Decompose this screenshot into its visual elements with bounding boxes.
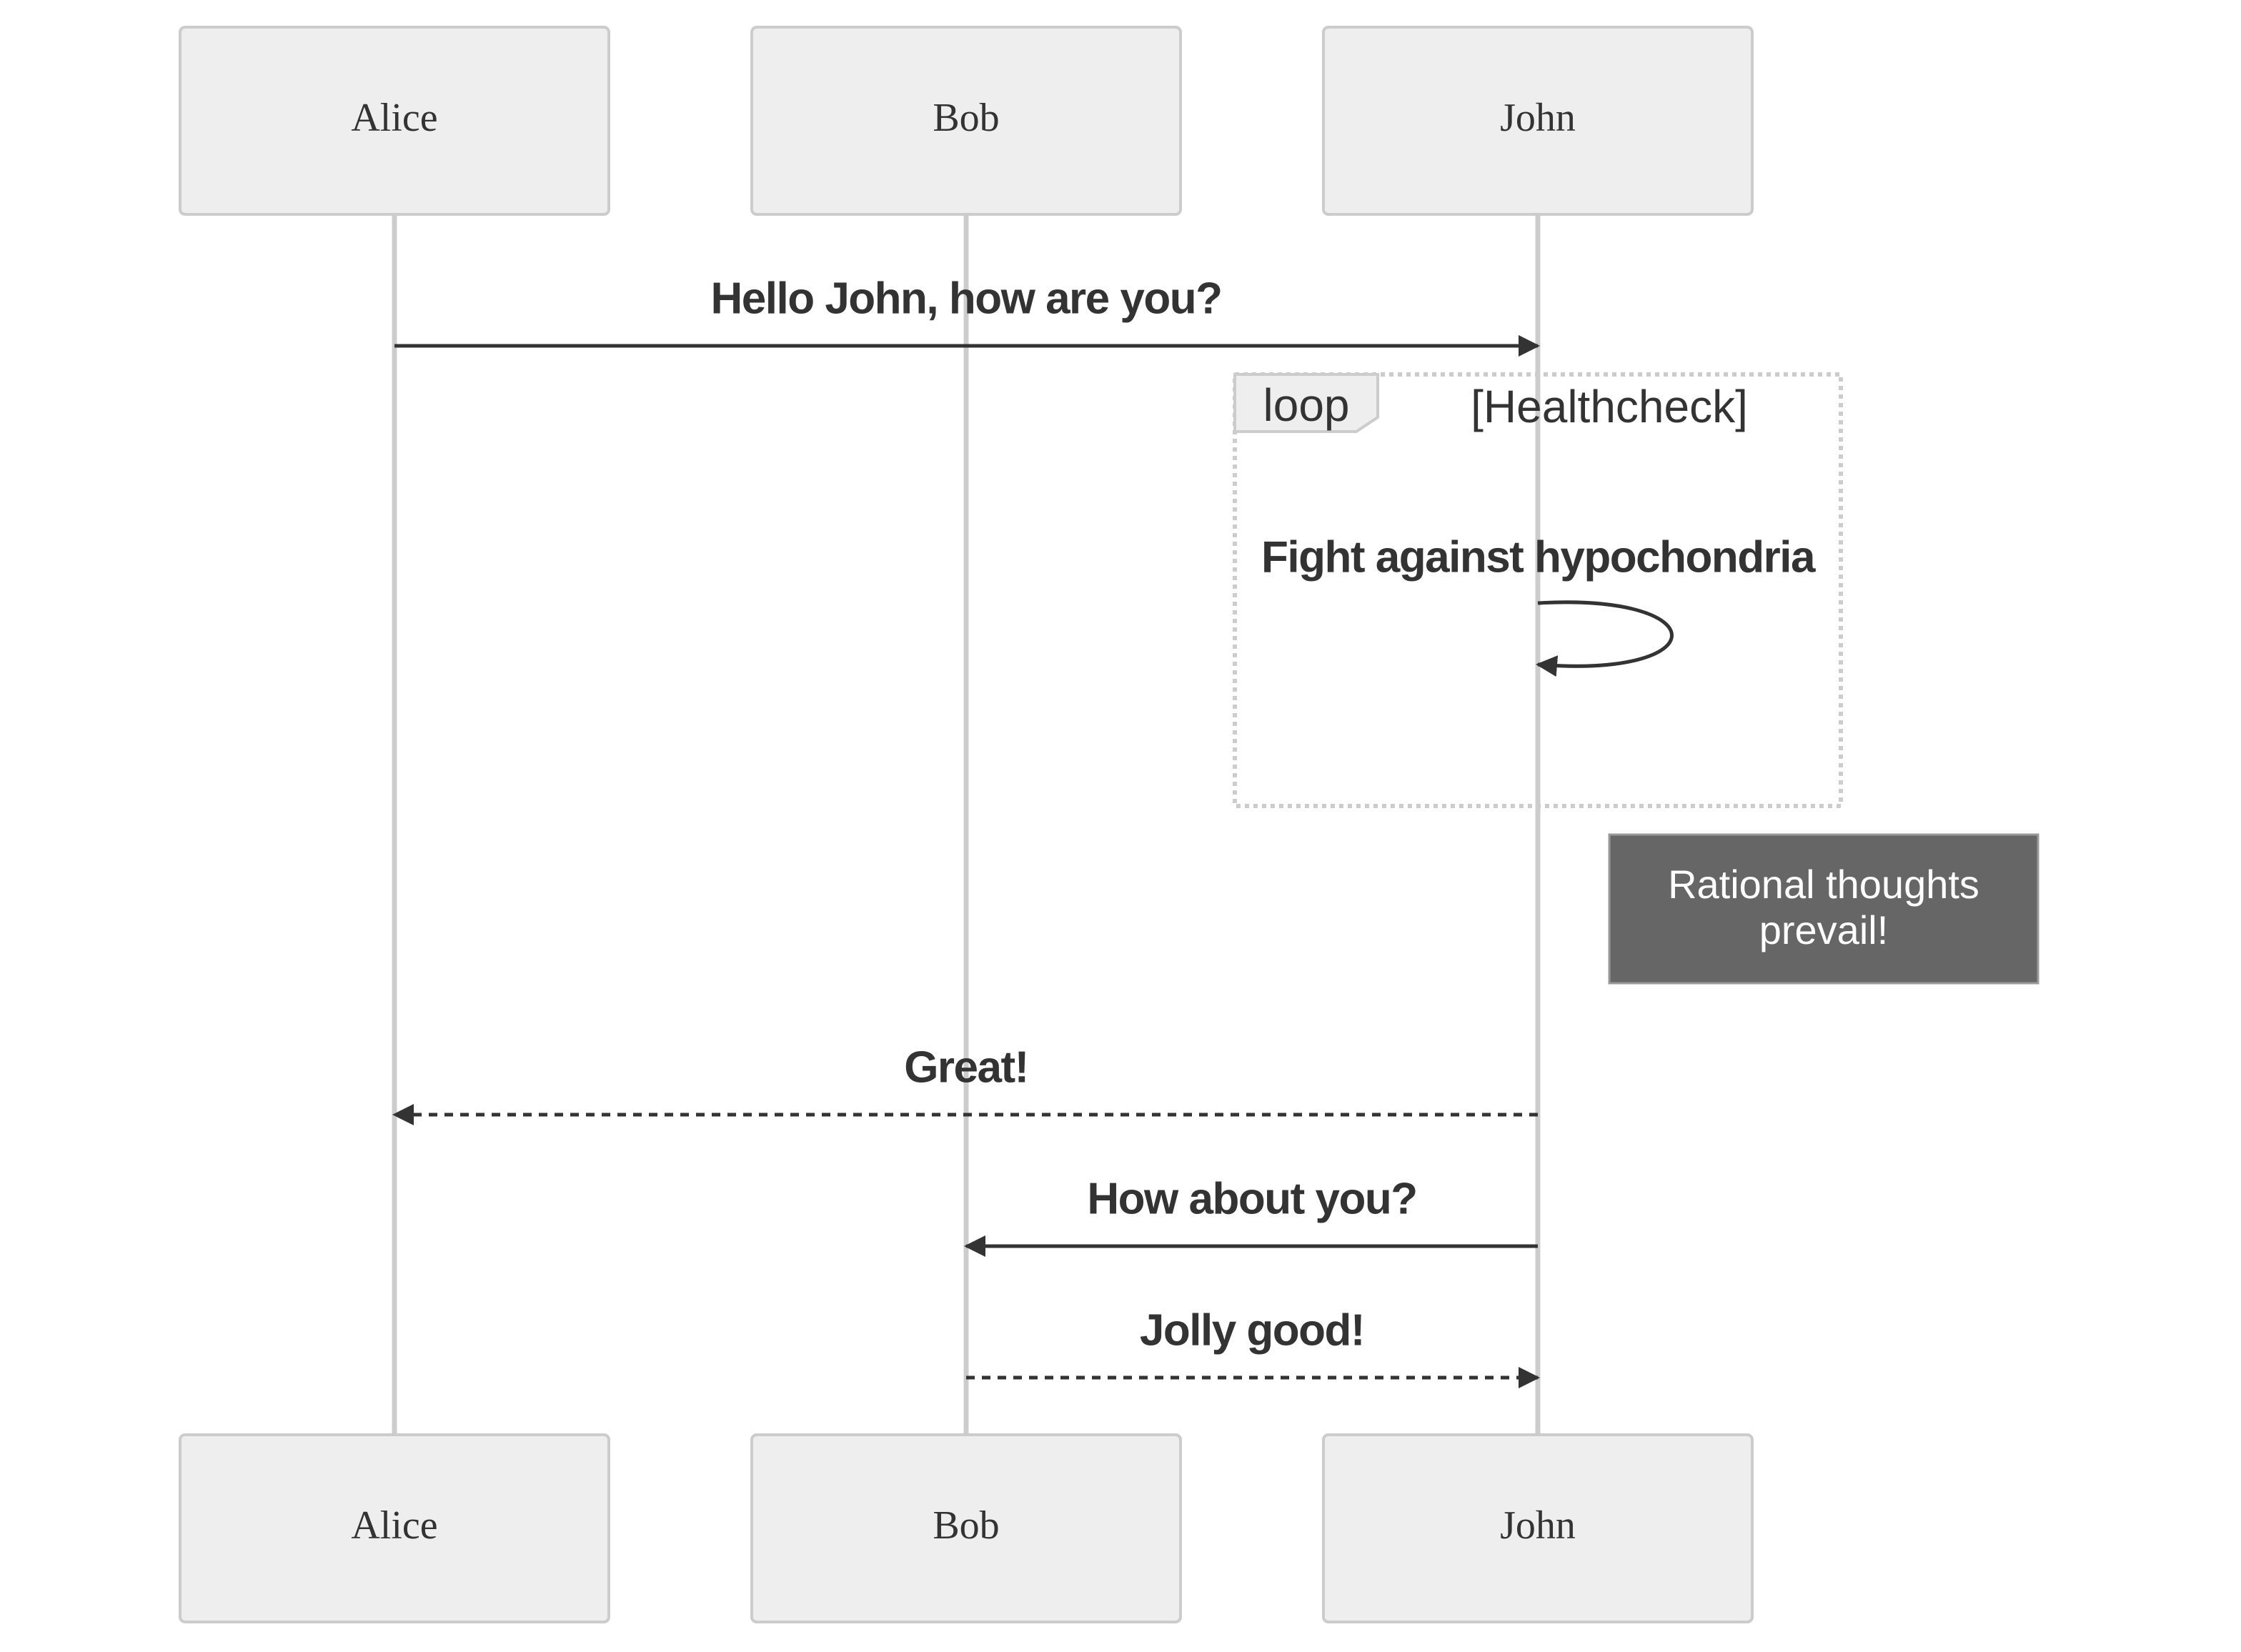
actor-label: Alice xyxy=(351,1503,437,1548)
actor-bob-top[interactable]: Bob xyxy=(750,26,1182,216)
actor-label: John xyxy=(1500,1503,1576,1548)
actor-alice-top[interactable]: Alice xyxy=(179,26,610,216)
actor-label: Alice xyxy=(351,96,437,140)
message-label: Hello John, how are you? xyxy=(711,274,1222,323)
message-label: Jolly good! xyxy=(1140,1305,1364,1355)
actor-bob-bottom[interactable]: Bob xyxy=(750,1433,1182,1623)
actor-label: Bob xyxy=(933,96,999,140)
actor-label: Bob xyxy=(933,1503,999,1548)
loop-condition: [Healthcheck] xyxy=(1471,381,1748,432)
actor-john-top[interactable]: John xyxy=(1322,26,1754,216)
loop-keyword: loop xyxy=(1263,379,1350,431)
loop-tab xyxy=(1233,373,1379,433)
note: Rational thoughts prevail! xyxy=(1608,833,2039,985)
message-label: Great! xyxy=(904,1043,1028,1092)
message-label: Fight against hypochondria xyxy=(1261,532,1816,582)
self-message-arrow xyxy=(1536,600,1674,677)
note-line: Rational thoughts xyxy=(1668,862,1979,907)
actor-label: John xyxy=(1500,96,1576,140)
loop-frame: loop [Healthcheck] xyxy=(1233,372,1843,808)
actor-alice-bottom[interactable]: Alice xyxy=(179,1433,610,1623)
message-label: How about you? xyxy=(1087,1174,1416,1223)
actor-john-bottom[interactable]: John xyxy=(1322,1433,1754,1623)
note-line: prevail! xyxy=(1759,907,1889,952)
